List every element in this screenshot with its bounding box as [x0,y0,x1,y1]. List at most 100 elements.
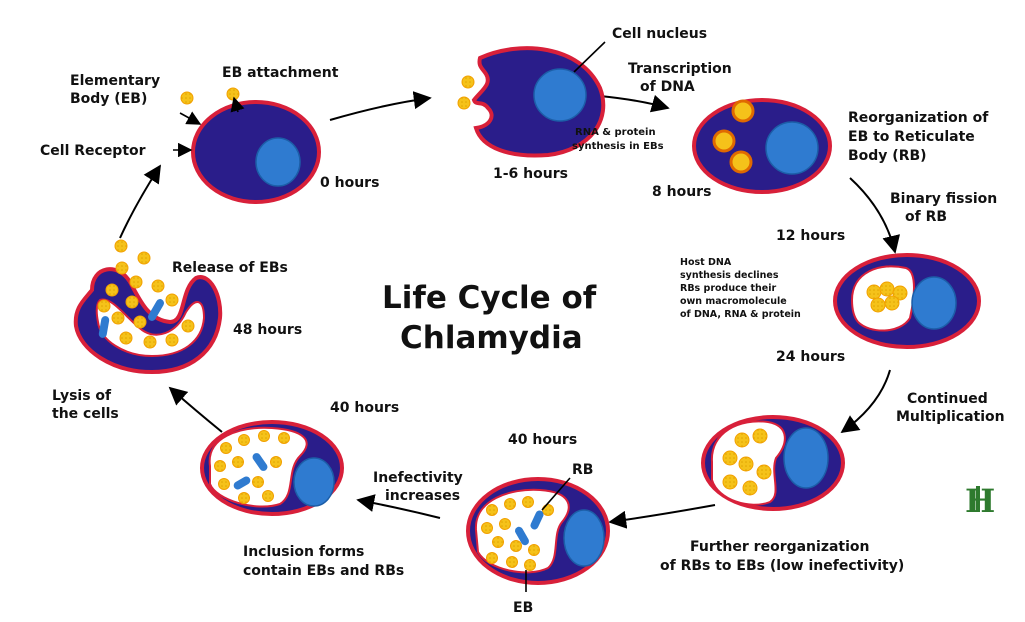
released-eb [138,252,150,264]
elementary-body [259,431,270,442]
lysis-label-line: the cells [52,406,119,422]
time-8-hours: 8 hours [652,184,711,200]
inclusion-label-line: Inclusion forms [243,544,364,560]
pointer-cell-nucleus [574,42,605,72]
released-eb [130,276,142,288]
reticulate-body [757,465,771,479]
elementary-body-label-line: Elementary [70,73,160,89]
host-nucleus [294,458,334,506]
arrow-8h-to-12h [850,178,895,252]
elementary-body [511,541,522,552]
host-nucleus [564,510,604,566]
elementary-body [482,523,493,534]
inefectivity-label: Inefectivity increases [373,470,468,504]
elementary-body [263,491,274,502]
time-0-hours: 0 hours [320,175,379,191]
transcription-label-line: of DNA [640,79,695,95]
elementary-body [279,433,290,444]
released-eb [166,294,178,306]
stage-continued-cell [703,417,843,509]
host-dna-label-line: synthesis declines [680,270,779,281]
stage-40-hours-left-cell [202,422,342,514]
continued-multiplication-label-line: Continued [907,391,988,407]
elementary-body [215,461,226,472]
release-label: Release of EBs [172,260,288,276]
eb-label: EB [513,600,533,616]
host-nucleus [912,277,956,329]
eb-attachment-label: EB attachment [222,65,339,81]
released-eb [166,334,178,346]
reticulate-body [739,457,753,471]
transcription-label: Transcription of DNA [628,61,737,95]
elementary-body [271,457,282,468]
elementary-body [219,479,230,490]
reticulate-body [885,296,899,310]
released-eb [116,262,128,274]
title-line: Life Cycle of [382,280,597,316]
released-eb [106,284,118,296]
reticulate-body-forming [731,152,751,172]
elementary-body [543,505,554,516]
elementary-body [462,76,474,88]
elementary-body [507,557,518,568]
host-nucleus [784,428,828,488]
released-eb [120,332,132,344]
rna-protein-label-line: synthesis in EBs [572,141,664,152]
diagram-title: Life Cycle of Chlamydia [382,280,607,356]
reticulate-body [723,451,737,465]
reticulate-body [743,481,757,495]
elementary-body [487,505,498,516]
cell-receptor-label: Cell Receptor [40,143,146,159]
arrow-0h-to-1-6h [330,98,430,120]
lysis-label-line: Lysis of [52,388,112,404]
logo-letter: H [965,482,995,520]
elementary-body [505,499,516,510]
stage-0-hours-cell [181,88,319,202]
host-nucleus [766,122,818,174]
host-dna-label-line: own macromolecule [680,296,787,307]
released-eb [144,336,156,348]
binary-fission-label: Binary fission of RB [890,191,1002,225]
title-line: Chlamydia [400,320,583,356]
elementary-body [523,497,534,508]
elementary-body [221,443,232,454]
continued-multiplication-label: Continued Multiplication [896,391,1005,425]
host-cell [193,102,319,202]
elementary-body [181,92,193,104]
reticulate-body [867,285,881,299]
time-24-hours: 24 hours [776,349,845,365]
transcription-label-line: Transcription [628,61,732,77]
reorganization-label: Reorganization of EB to Reticulate Body … [848,110,993,164]
further-reorganization-label-line: of RBs to EBs (low inefectivity) [660,558,904,574]
continued-multiplication-label-line: Multiplication [896,409,1005,425]
elementary-body [487,553,498,564]
elementary-body [500,519,511,530]
logo-bar [976,486,980,512]
arrow-1-6h-to-8h [600,96,668,108]
reticulate-body-forming [733,101,753,121]
elementary-body [233,457,244,468]
released-eb [152,280,164,292]
rb-label: RB [572,462,593,478]
elementary-body [525,560,536,571]
pointer-elementary-body [180,113,200,124]
logo: H [964,482,995,520]
further-reorganization-label: Further reorganization of RBs to EBs (lo… [660,539,904,574]
time-1-6-hours: 1-6 hours [493,166,568,182]
host-dna-label-line: RBs produce their [680,283,776,294]
released-eb [134,316,146,328]
elementary-body [227,88,239,100]
inclusion-label: Inclusion forms contain EBs and RBs [243,544,404,579]
released-eb [126,296,138,308]
reorganization-label-line: EB to Reticulate [848,129,975,145]
time-40-hours-left: 40 hours [330,400,399,416]
elementary-body [493,537,504,548]
elementary-body [239,435,250,446]
further-reorganization-label-line: Further reorganization [690,539,870,555]
reticulate-body [735,433,749,447]
lysis-label: Lysis of the cells [52,388,119,422]
time-40-hours-right: 40 hours [508,432,577,448]
reticulate-body [723,475,737,489]
reticulate-body [880,282,894,296]
